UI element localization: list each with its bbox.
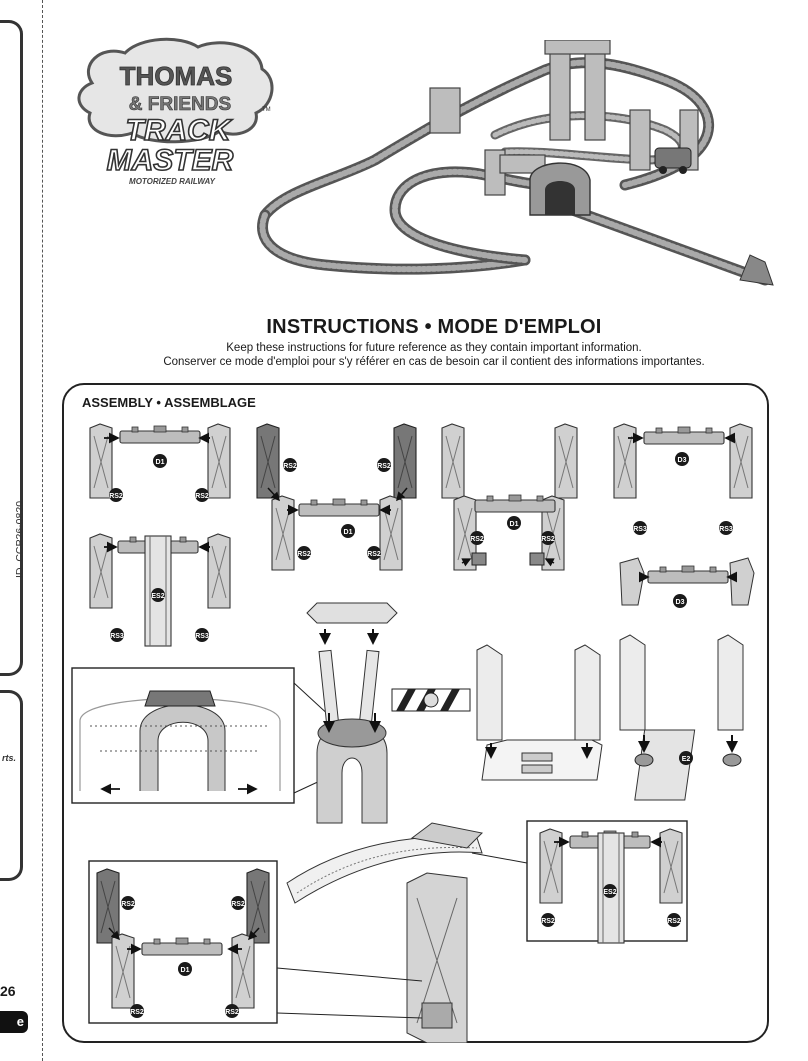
svg-text:RS2: RS2 (130, 1009, 144, 1016)
product-id: ID. CCP26-0820 (14, 500, 26, 578)
part-label-rs2: RS2 (367, 546, 381, 560)
part-label-rs2: RS2 (225, 1004, 239, 1018)
logo-line2: & FRIENDS (129, 94, 231, 115)
svg-text:D3: D3 (678, 457, 687, 464)
page-number: 26 (0, 983, 16, 999)
svg-text:D1: D1 (181, 967, 190, 974)
side-card-frame (0, 20, 23, 676)
svg-text:RS2: RS2 (367, 551, 381, 558)
part-label-rs2: RS2 (195, 488, 209, 502)
part-label-rs2: RS2 (377, 458, 391, 472)
part-label-d1: D1 (341, 524, 355, 538)
part-label-d1: D1 (153, 454, 167, 468)
svg-text:RS3: RS3 (110, 633, 124, 640)
svg-text:D1: D1 (156, 459, 165, 466)
cut-line (42, 0, 43, 1061)
svg-text:RS2: RS2 (231, 901, 245, 908)
svg-text:RS2: RS2 (541, 918, 555, 925)
part-label-rs2: RS2 (231, 896, 245, 910)
svg-text:RS2: RS2 (297, 551, 311, 558)
part-label-rs2: RS2 (541, 531, 555, 545)
svg-text:RS3: RS3 (633, 526, 647, 533)
assembly-heading: ASSEMBLY • ASSEMBLAGE (82, 395, 256, 410)
logo-line4: MASTER (107, 144, 234, 177)
part-label-rs2: RS2 (109, 488, 123, 502)
side-card-frame-lower (0, 690, 23, 881)
part-label-rs2: RS2 (470, 531, 484, 545)
svg-text:RS3: RS3 (719, 526, 733, 533)
svg-text:E2: E2 (682, 756, 691, 763)
svg-text:RS2: RS2 (377, 463, 391, 470)
part-label-es2: ES2 (603, 884, 617, 898)
part-label-d3: D3 (675, 452, 689, 466)
part-label-e2: E2 (679, 751, 693, 765)
svg-text:ES2: ES2 (151, 593, 164, 600)
svg-text:D1: D1 (510, 521, 519, 528)
part-label-rs2: RS2 (667, 913, 681, 927)
track-set-illustration (257, 40, 774, 286)
svg-text:RS2: RS2 (283, 463, 297, 470)
part-label-rs2: RS2 (297, 546, 311, 560)
svg-text:RS3: RS3 (195, 633, 209, 640)
logo-line3: TRACK (126, 114, 233, 147)
svg-text:D1: D1 (344, 529, 353, 536)
part-label-es2: ES2 (151, 588, 165, 602)
assembly-diagrams: D1 RS2 RS2 RS2 RS2 D1 RS2 RS2 D1 RS2 RS2… (71, 423, 755, 1043)
svg-text:RS2: RS2 (541, 536, 555, 543)
svg-text:RS2: RS2 (225, 1009, 239, 1016)
language-badge: e (0, 1011, 28, 1033)
part-label-rs2: RS2 (283, 458, 297, 472)
part-label-rs3: RS3 (110, 628, 124, 642)
part-label-d1: D1 (507, 516, 521, 530)
svg-text:RS2: RS2 (667, 918, 681, 925)
part-label-rs3: RS3 (195, 628, 209, 642)
logo-tagline: MOTORIZED RAILWAY (129, 177, 216, 186)
svg-text:RS2: RS2 (121, 901, 135, 908)
part-label-d3: D3 (673, 594, 687, 608)
svg-text:D3: D3 (676, 599, 685, 606)
part-label-rs2: RS2 (121, 896, 135, 910)
part-label-rs2: RS2 (541, 913, 555, 927)
svg-text:RS2: RS2 (195, 493, 209, 500)
svg-text:RS2: RS2 (470, 536, 484, 543)
side-fragment-text: rts. (2, 753, 17, 763)
assembly-panel (62, 383, 769, 1043)
part-label-rs3: RS3 (719, 521, 733, 535)
svg-text:ES2: ES2 (603, 889, 616, 896)
logo-line1: THOMAS (120, 61, 233, 91)
part-label-rs2: RS2 (130, 1004, 144, 1018)
subtitle-english: Keep these instructions for future refer… (226, 342, 642, 354)
brand-logo: THOMAS & FRIENDS TRACK MASTER MOTORIZED … (77, 37, 274, 186)
part-label-rs3: RS3 (633, 521, 647, 535)
page-title: INSTRUCTIONS • MODE D'EMPLOI (266, 316, 602, 338)
subtitle-french: Conserver ce mode d'emploi pour s'y réfé… (163, 356, 705, 368)
logo-trademark: TM (262, 107, 271, 113)
part-label-d1: D1 (178, 962, 192, 976)
svg-text:RS2: RS2 (109, 493, 123, 500)
